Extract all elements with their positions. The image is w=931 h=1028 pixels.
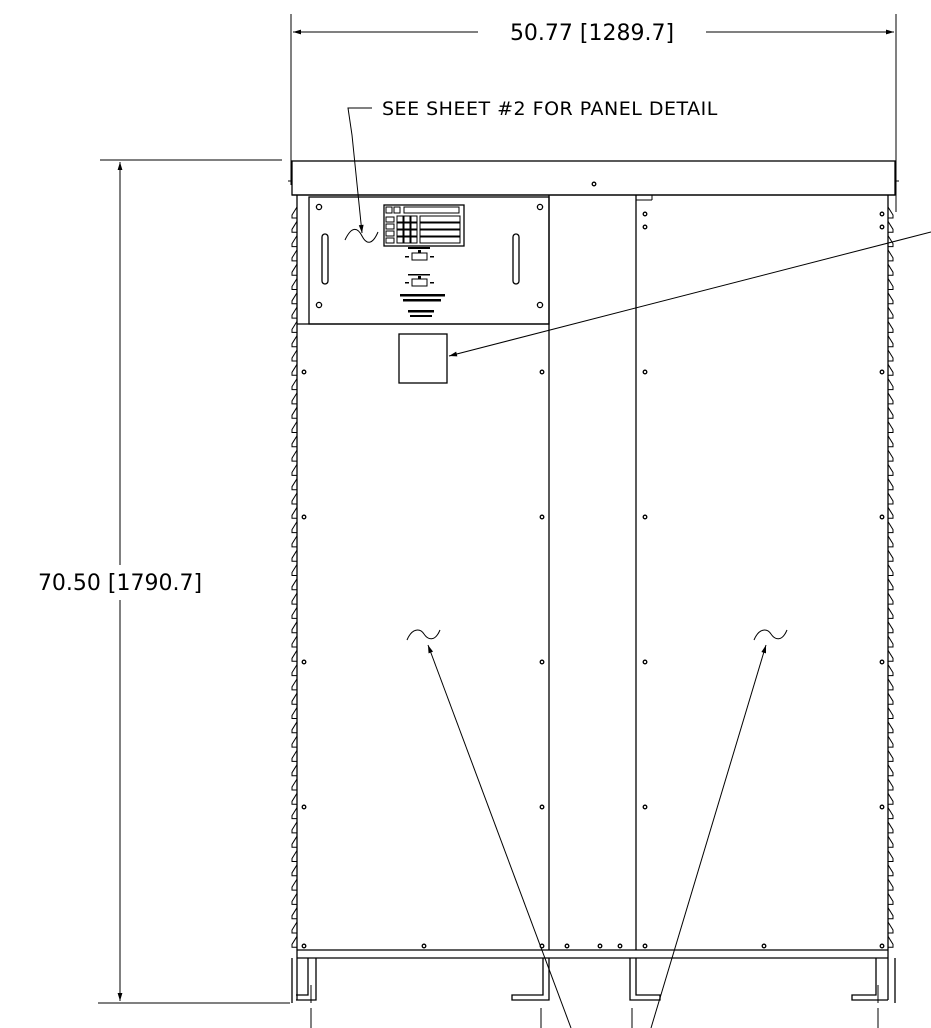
right-door-leader: [650, 644, 767, 1028]
cabinet-top-cap: [288, 160, 899, 196]
panel-detail-callout: SEE SHEET #2 FOR PANEL DETAIL: [347, 98, 718, 234]
width-dimension: 50.77 [1289.7]: [290, 14, 897, 212]
door-screws: [301, 211, 885, 949]
height-dimension: 70.50 [1790.7]: [38, 159, 290, 1004]
label-plate-leader: [448, 231, 931, 357]
panel-handle-left: [321, 233, 329, 285]
panel-detail-note: SEE SHEET #2 FOR PANEL DETAIL: [382, 98, 718, 120]
panel-detail-leader: [347, 107, 372, 234]
switch-1: [411, 252, 428, 261]
label-plate: [398, 333, 448, 384]
cabinet-base: [291, 958, 896, 1028]
left-door-leader: [427, 644, 572, 1028]
cabinet-body: [296, 194, 889, 959]
switch-2: [411, 278, 428, 287]
break-symbol-panel: [344, 228, 379, 243]
width-dimension-label: 50.77 [1289.7]: [510, 21, 674, 46]
side-louvers: [291, 206, 894, 948]
panel-handle-right: [512, 233, 520, 285]
controller-keypad: [315, 203, 544, 317]
break-symbol-left-door: [406, 629, 441, 641]
break-symbol-right-door: [753, 629, 788, 641]
height-dimension-label: 70.50 [1790.7]: [38, 571, 202, 596]
leader-lines: [427, 231, 931, 1028]
